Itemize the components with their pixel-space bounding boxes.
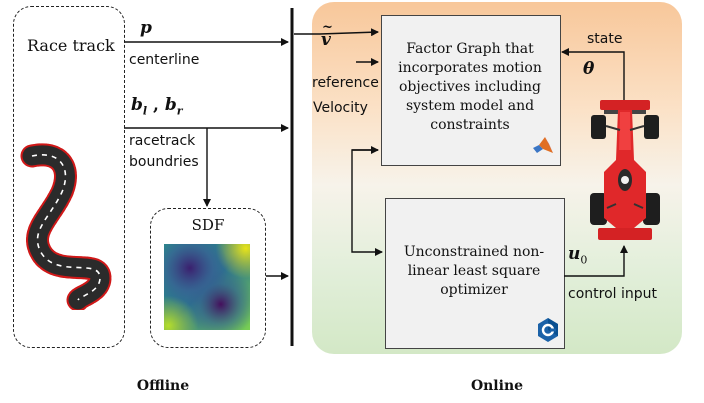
control-input-label: control input	[568, 286, 657, 302]
optimizer-text: Unconstrained non-linear least square op…	[403, 244, 545, 298]
bar-to-factor-graph-arrow	[294, 28, 379, 37]
v-symbol-letter: v	[321, 30, 331, 50]
race-track-title: Race track	[27, 36, 115, 55]
factor-to-optimizer-link	[351, 149, 383, 256]
b-left-symbol: b	[131, 95, 143, 115]
state-label: state	[587, 31, 623, 47]
u0-symbol: u0	[568, 244, 587, 266]
control-input-arrow	[564, 245, 628, 277]
factor-graph-text: Factor Graph that incorporates motion ob…	[398, 41, 542, 133]
b-right-symbol: b	[164, 95, 177, 115]
cpp-icon	[538, 318, 558, 342]
b-right-subscript: r	[176, 104, 183, 118]
race-track-image	[20, 143, 112, 310]
online-caption: Online	[470, 378, 524, 394]
theta-symbol: θ	[583, 59, 595, 79]
optimizer-box	[385, 198, 565, 349]
b-left-subscript: l	[142, 104, 148, 118]
u-subscript: 0	[580, 253, 588, 267]
centerline-label: centerline	[129, 52, 200, 68]
sdf-heatmap-image	[164, 244, 250, 330]
b-comma: ,	[153, 95, 159, 115]
race-car-image	[590, 100, 660, 240]
boundries-label: boundries	[129, 154, 199, 170]
b-symbols: bl , br	[131, 95, 183, 117]
offline-caption: Offline	[136, 378, 190, 394]
factor-graph-box	[381, 15, 561, 166]
state-arrow	[561, 48, 625, 100]
reference-label: reference	[312, 75, 379, 91]
velocity-label: Velocity	[313, 100, 368, 116]
matlab-icon	[533, 137, 553, 153]
p-symbol: p	[140, 18, 152, 38]
u-symbol: u	[568, 244, 581, 264]
sdf-title: SDF	[191, 216, 225, 234]
v-symbol: ~ v	[321, 20, 333, 50]
racetrack-label: racetrack	[129, 133, 196, 149]
